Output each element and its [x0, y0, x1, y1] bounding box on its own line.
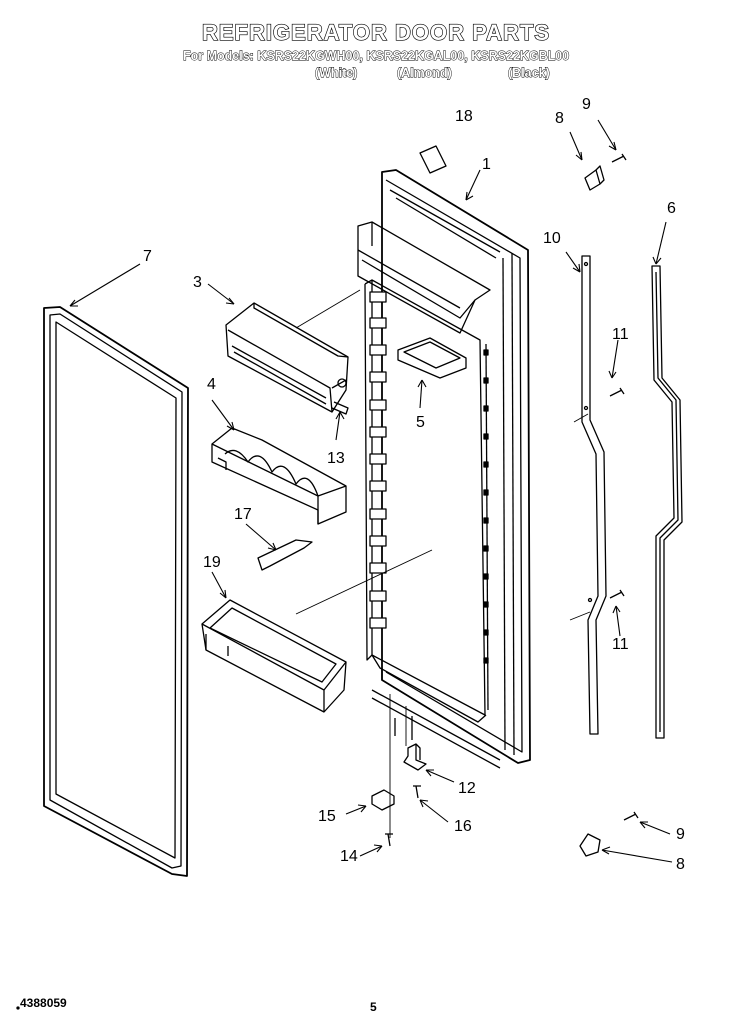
egg-tray-part: [211, 427, 347, 525]
handle-trim-part: [651, 265, 683, 739]
door-bin-part: [201, 599, 347, 713]
models-line: For Models: KSRS22KGWH00, KSRS22KGAL00, …: [183, 49, 570, 64]
callout-19: 19: [203, 554, 221, 571]
rail-clips: [369, 291, 387, 629]
callout-8-top: 8: [555, 110, 564, 127]
wedge-clip-part: [257, 539, 313, 571]
callout-16: 16: [454, 818, 472, 835]
callout-4: 4: [207, 376, 216, 393]
variant-almond: (Almond): [397, 66, 453, 81]
screw-part-16: [413, 785, 421, 799]
callout-5: 5: [416, 414, 425, 431]
callout-6: 6: [667, 200, 676, 217]
callout-7: 7: [143, 248, 152, 265]
top-hinge-part: [584, 153, 627, 191]
callout-18: 18: [455, 108, 473, 125]
label-part: [419, 145, 447, 174]
dairy-compartment-part: [225, 302, 349, 415]
callout-12: 12: [458, 780, 476, 797]
right-wall-bumps: [483, 349, 489, 664]
block-part-15: [371, 789, 395, 811]
callout-15: 15: [318, 808, 336, 825]
hinge-bar-screws: [609, 387, 625, 599]
callout-13: 13: [327, 450, 345, 467]
callout-1: 1: [482, 156, 491, 173]
callout-11-upper: 11: [612, 326, 629, 343]
screw-part-14: [385, 833, 393, 847]
doc-number: 4388059: [20, 996, 67, 1010]
small-bin-part: [397, 337, 467, 379]
variant-black: (Black): [508, 66, 551, 81]
bottom-hinge-part: [579, 811, 639, 857]
callout-17: 17: [234, 506, 252, 523]
callout-arrows: [69, 119, 673, 863]
callout-14: 14: [340, 848, 358, 865]
hinge-bar-part: [581, 255, 607, 735]
door-assembly-part: [357, 169, 531, 769]
leader-lines: [295, 289, 591, 838]
callout-8-bottom: 8: [676, 856, 685, 873]
callout-3: 3: [193, 274, 202, 291]
variant-white: (White): [315, 66, 358, 81]
lower-hinge-pin-part: [403, 743, 427, 771]
callout-10: 10: [543, 230, 561, 247]
page-number: 5: [370, 1000, 377, 1014]
doc-mark: [16, 1006, 20, 1010]
callout-9-bottom: 9: [676, 826, 685, 843]
door-gasket-part: [43, 306, 189, 877]
page-title: REFRIGERATOR DOOR PARTS: [201, 19, 551, 45]
callout-9-top: 9: [582, 96, 591, 113]
callout-11-lower: 11: [612, 636, 629, 653]
